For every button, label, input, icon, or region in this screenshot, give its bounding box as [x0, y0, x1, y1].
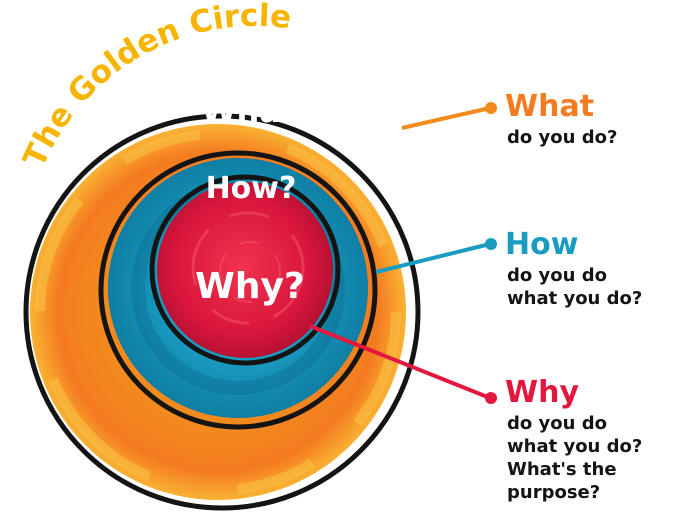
why-callout-line: purpose?: [507, 482, 601, 503]
why-circle: [157, 182, 333, 358]
how-callout-heading: How: [505, 227, 579, 262]
why-circle-swirl: [191, 211, 305, 325]
why-leader-line: [309, 324, 491, 400]
why-callout-line: do you do: [507, 413, 607, 434]
how-leader-dot: [485, 238, 497, 250]
what-ring-outline: [23, 113, 421, 511]
why-circle-swirl-inner: [219, 241, 281, 303]
how-callout-line: what you do?: [507, 288, 643, 309]
what-leader-line: [401, 106, 491, 130]
what-ring-label: What?: [201, 92, 315, 130]
what-callout-line: do you do?: [507, 127, 618, 148]
why-leader-dot: [485, 392, 497, 404]
why-ring-label: Why?: [195, 266, 305, 307]
what-callout-text: do you do?: [507, 126, 617, 149]
what-ring-highlight: [35, 129, 401, 495]
how-ring-outline: [98, 150, 378, 430]
what-leader-dot: [485, 102, 497, 114]
why-callout-line: What's the: [507, 459, 617, 480]
why-callout-heading: Why: [505, 375, 580, 410]
how-callout-line: do you do: [507, 265, 607, 286]
why-circle-outline: [149, 174, 341, 366]
how-ring-label: How?: [206, 171, 297, 206]
how-leader-line: [375, 242, 491, 274]
what-callout-heading: What: [505, 89, 595, 124]
why-callout-line: what you do?: [507, 436, 643, 457]
how-callout-text: do you do what you do?: [507, 264, 642, 310]
why-callout-text: do you do what you do? What's the purpos…: [507, 412, 642, 504]
